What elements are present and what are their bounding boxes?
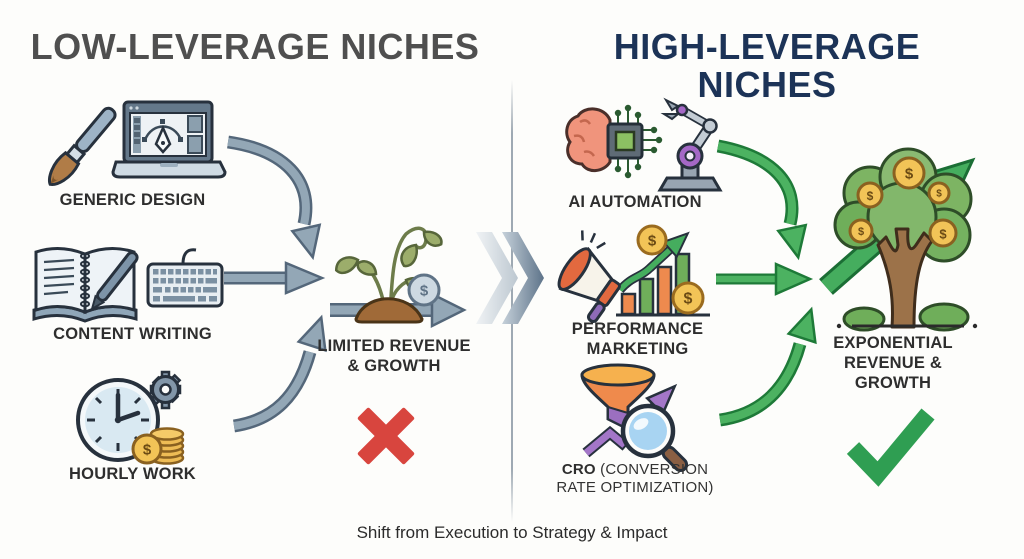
dollar-coin-icon: $ [131,433,163,465]
dollar-sign: $ [867,189,874,203]
growth-chart-icon [616,231,710,317]
paintbrush-icon [48,106,117,186]
megaphone-icon [557,230,621,324]
cro-label-rest: (CONVERSION RATE OPTIMIZATION) [556,461,714,496]
green-arrow-bottom [718,306,817,427]
transition-chevrons-icon [476,232,544,324]
magnifier-icon [620,403,689,473]
tree-coins [848,156,958,248]
performance-marketing-line1: PERFORMANCE [571,320,704,338]
hourly-work-icons: $ [76,370,185,465]
money-tree-icon: $ $ $ $ $ [819,147,978,332]
green-check-icon [846,408,935,487]
left-panel-title: LOW-LEVERAGE NICHES [30,26,480,67]
center-divider [511,80,513,522]
ai-automation-icons [565,97,723,192]
dollar-sign: $ [648,233,657,250]
footer-caption: Shift from Execution to Strategy & Impac… [356,523,668,542]
notebook-pen-icon [32,247,139,323]
exponential-revenue-label: EXPONENTIAL REVENUE & GROWTH [812,334,974,393]
coin-stack-icon: $ [131,427,185,465]
funnel-icon [580,363,656,432]
robot-arm-icon [657,97,723,192]
exponential-line2: REVENUE & [843,353,943,372]
cro-icons [580,363,689,473]
wilting-plant-icon: $ [334,226,443,324]
gear-icon [148,370,182,410]
gray-arrow-bottom [232,314,327,433]
limited-revenue-line1: LIMITED REVENUE [317,337,471,355]
dollar-sign: $ [420,283,429,300]
ground-line [836,323,978,329]
ai-automation-label: AI AUTOMATION [568,193,702,211]
red-x-icon [357,407,415,465]
dollar-coin-icon: $ [636,224,668,256]
cro-label-bold: CRO [561,461,596,478]
dollar-sign: $ [143,442,152,459]
tree-trunk [876,227,934,329]
dollar-sign: $ [858,226,864,238]
keyboard-icon [146,248,224,308]
performance-marketing-label: PERFORMANCE MARKETING [540,320,735,360]
dollar-sign: $ [905,166,914,183]
exponential-line3: GROWTH [854,373,932,392]
right-panel-title: HIGH-LEVERAGE NICHES [613,26,921,105]
green-arrow-top [716,139,808,261]
generic-design-label: GENERIC DESIGN [59,191,206,209]
limited-revenue-line2: & GROWTH [347,356,441,375]
content-writing-label: CONTENT WRITING [53,325,212,343]
dollar-sign: $ [939,227,947,242]
gray-arrow-top [227,135,322,261]
gray-dollar-coin: $ [407,273,441,307]
cro-label: CRO (CONVERSION RATE OPTIMIZATION) [556,461,714,497]
hourly-work-label: HOURLY WORK [69,465,196,483]
performance-marketing-icons: $ $ [557,224,710,324]
dollar-sign: $ [936,189,942,200]
generic-design-icons [48,100,227,186]
dirt-mound [354,297,424,324]
green-arrow-middle [716,262,814,296]
ai-brain-chip-icon [565,104,663,179]
content-writing-icons [32,247,224,323]
limited-revenue-label: LIMITED REVENUE & GROWTH [305,337,483,377]
exponential-line1: EXPONENTIAL [833,334,953,352]
dollar-sign: $ [684,291,693,308]
dollar-coin-icon: $ [671,281,705,315]
gray-arrow-middle [224,261,326,295]
performance-marketing-line2: MARKETING [586,339,689,358]
design-laptop-icon [111,100,227,179]
